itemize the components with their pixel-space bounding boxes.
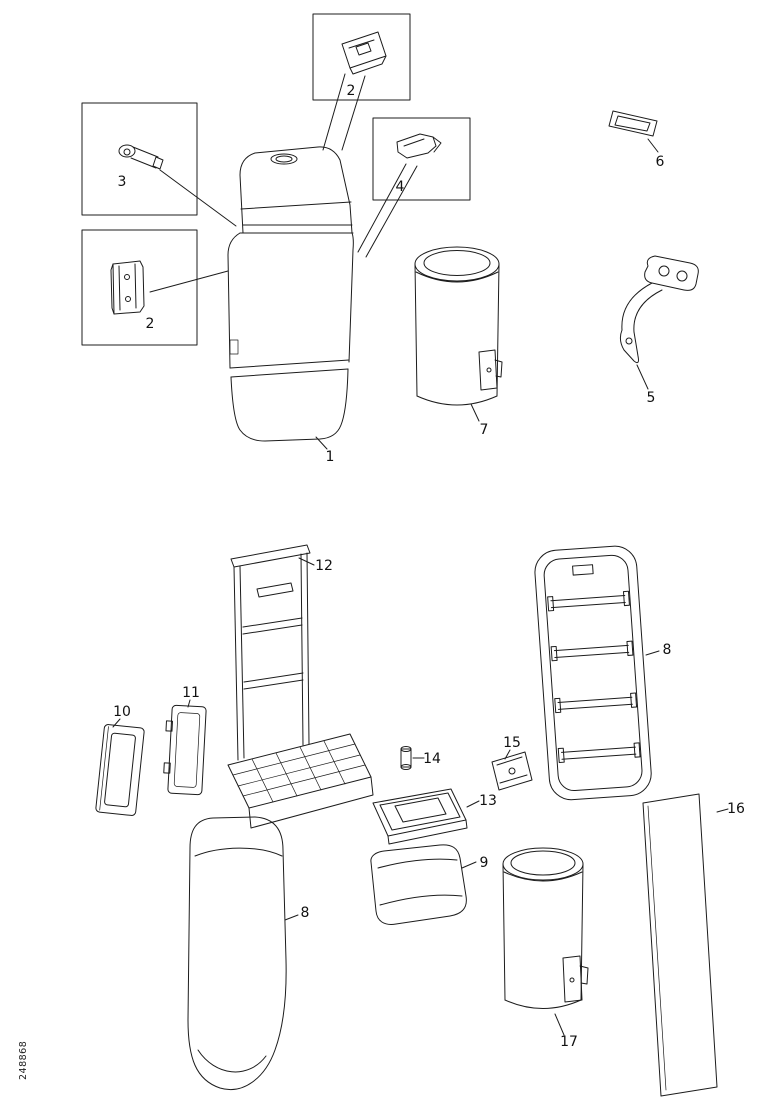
callout-part-8-left: 8 xyxy=(301,905,310,921)
part-9-holder-bracket xyxy=(370,844,467,925)
callout-part-2-top: 2 xyxy=(347,83,356,99)
callout-part-4: 4 xyxy=(396,179,405,195)
callout-part-16: 16 xyxy=(727,801,745,817)
part-12-support-frame xyxy=(227,544,374,829)
part-7-upper-cylinder xyxy=(414,246,503,406)
part-11-mounting-plate xyxy=(163,704,207,796)
callout-part-13: 13 xyxy=(479,793,497,809)
part-3-clip xyxy=(118,144,164,170)
callout-part-7: 7 xyxy=(480,422,489,438)
callout-part-6: 6 xyxy=(656,154,665,170)
callout-part-10: 10 xyxy=(113,704,131,720)
callout-part-9: 9 xyxy=(480,855,489,871)
part-4-retaining-clip xyxy=(396,133,442,159)
inset-box-part2-top xyxy=(312,13,411,101)
part-17-lower-cylinder xyxy=(502,847,589,1009)
drawing-number: 248868 xyxy=(18,1041,29,1080)
part-10-open-frame xyxy=(95,724,145,816)
part-16-hatched-mat xyxy=(642,793,718,1097)
callout-part-17: 17 xyxy=(560,1034,578,1050)
part-14-pin xyxy=(400,746,412,770)
part-15-small-bracket xyxy=(491,751,533,791)
callout-part-1: 1 xyxy=(326,449,335,465)
part-13-tray xyxy=(372,788,468,845)
part-2-clamp-plate-top xyxy=(341,31,387,75)
inset-box-part4 xyxy=(372,117,471,201)
callout-part-8-right: 8 xyxy=(663,642,672,658)
part-5-strap-hook xyxy=(619,255,699,364)
inset-box-part3 xyxy=(81,102,198,216)
part-1-main-container xyxy=(227,146,354,442)
part-8-left-cushion-panel xyxy=(187,816,287,1090)
callout-part-12: 12 xyxy=(315,558,333,574)
part-6-plate xyxy=(608,110,658,137)
callout-part-5: 5 xyxy=(647,390,656,406)
inset-box-part2-left xyxy=(81,229,198,346)
part-8-right-panel xyxy=(534,545,652,801)
callout-part-14: 14 xyxy=(423,751,441,767)
callout-part-11: 11 xyxy=(182,685,200,701)
part-2-bracket-left xyxy=(110,260,145,315)
callout-part-3: 3 xyxy=(118,174,127,190)
leader-lines xyxy=(112,73,729,1036)
callout-part-2-left: 2 xyxy=(146,316,155,332)
callout-labels: 2 3 2 4 6 5 7 1 12 8 11 10 14 15 13 9 8 … xyxy=(113,83,745,1050)
callout-part-15: 15 xyxy=(503,735,521,751)
